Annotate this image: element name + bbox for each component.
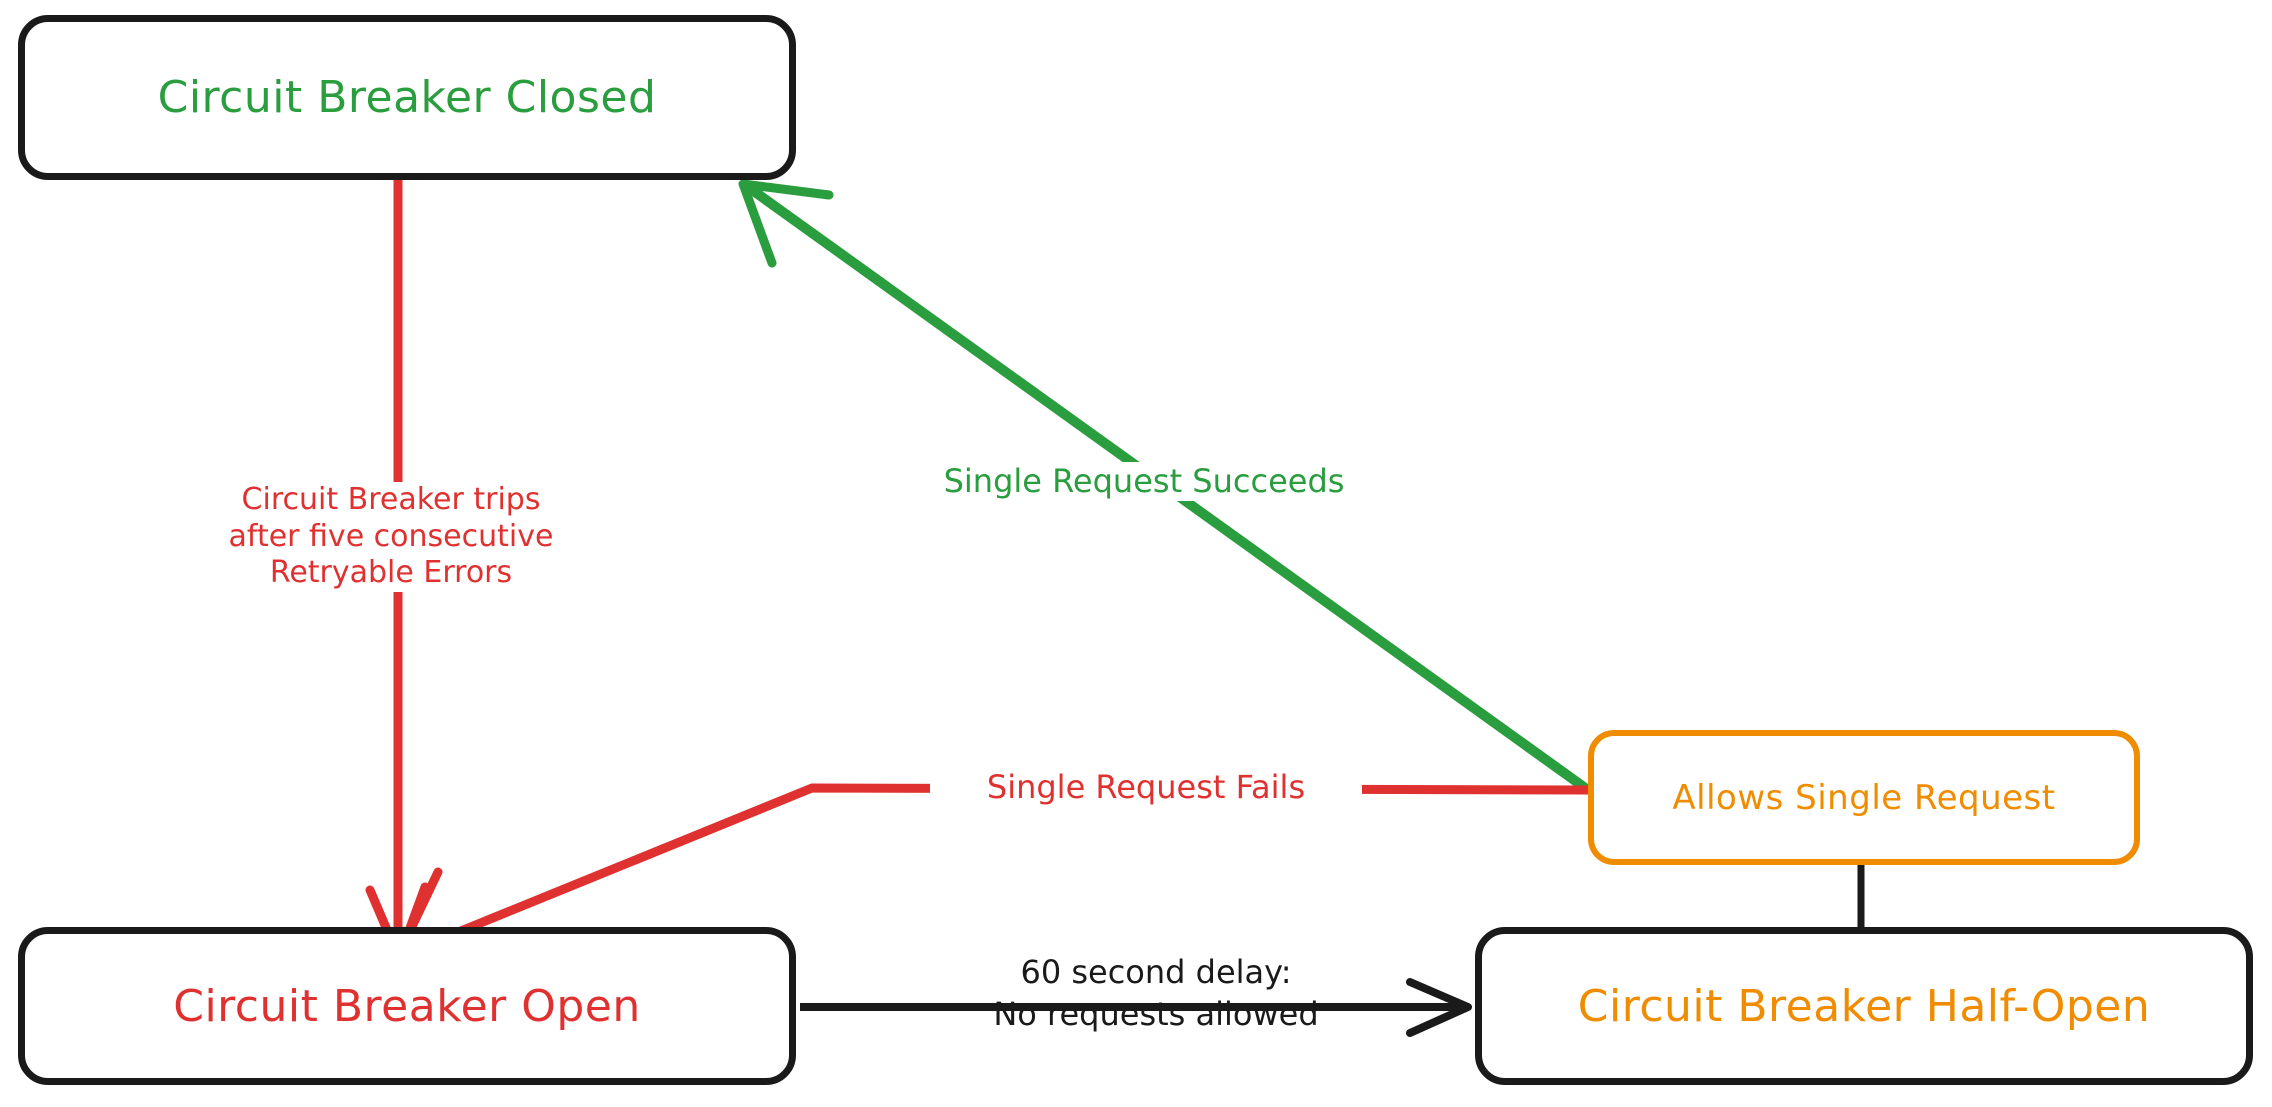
node-circuit-breaker-closed[interactable]: Circuit Breaker Closed bbox=[18, 15, 796, 180]
node-label-allows-single-request: Allows Single Request bbox=[1672, 777, 2056, 818]
edge-label-single-request-fails: Single Request Fails bbox=[930, 768, 1362, 808]
edge-label-sixty-second-delay: 60 second delay: No requests allowed bbox=[993, 953, 1319, 1033]
node-allows-single-request[interactable]: Allows Single Request bbox=[1588, 730, 2140, 865]
node-circuit-breaker-open[interactable]: Circuit Breaker Open bbox=[18, 927, 796, 1085]
node-label-half-open: Circuit Breaker Half-Open bbox=[1577, 980, 2151, 1032]
node-label-closed: Circuit Breaker Closed bbox=[157, 72, 657, 123]
edge-open-to-halfopen bbox=[800, 978, 1472, 1037]
node-label-open: Circuit Breaker Open bbox=[173, 980, 641, 1032]
node-circuit-breaker-half-open[interactable]: Circuit Breaker Half-Open bbox=[1475, 927, 2253, 1085]
edge-label-single-request-succeeds: Single Request Succeeds bbox=[888, 462, 1400, 502]
edge-label-circuit-breaker-trips: Circuit Breaker trips after five consecu… bbox=[150, 482, 632, 592]
